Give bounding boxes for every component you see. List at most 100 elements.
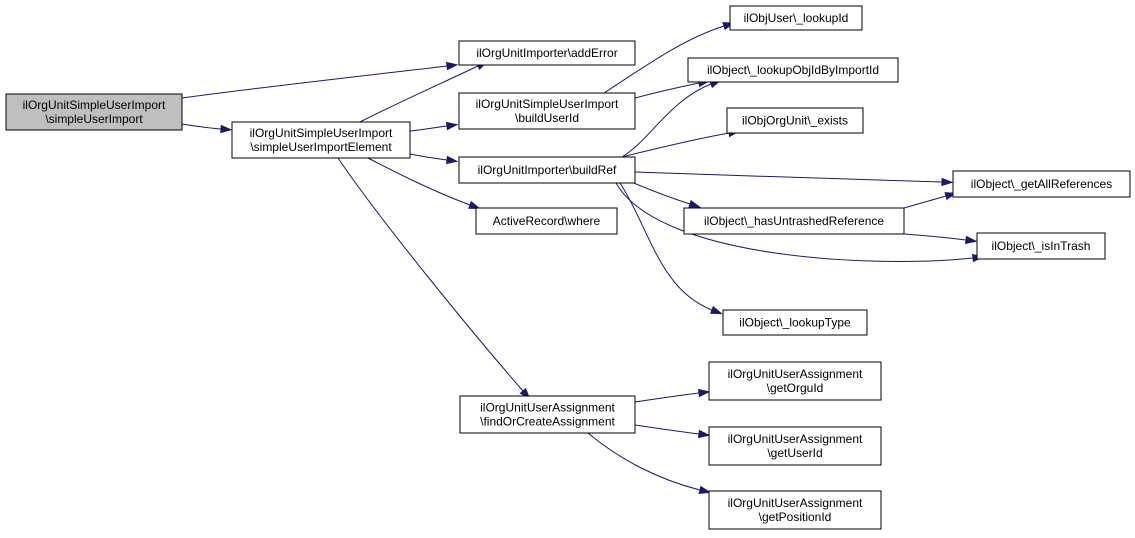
node-box: [458, 92, 636, 130]
edge-element-to-findOrCreate: [337, 157, 531, 400]
node-element[interactable]: ilOrgUnitSimpleUserImport\simpleUserImpo…: [231, 121, 411, 159]
arrowhead: [710, 305, 723, 315]
node-label-line: ilOrgUnitUserAssignment: [728, 367, 863, 381]
edge-element-to-buildUserId: [409, 121, 459, 132]
node-getUserId[interactable]: ilOrgUnitUserAssignment\getUserId: [708, 426, 882, 466]
node-getOrguId[interactable]: ilOrgUnitUserAssignment\getOrguId: [708, 361, 882, 401]
node-addError[interactable]: ilOrgUnitImporter\addError: [458, 40, 636, 66]
node-buildRef[interactable]: ilOrgUnitImporter\buildRef: [458, 156, 636, 184]
node-label-line: ActiveRecord\where: [493, 214, 601, 228]
edge-root-to-element: [181, 123, 233, 134]
node-label-line: ilOrgUnitUserAssignment: [480, 401, 615, 415]
node-box: [722, 309, 868, 336]
edge-line: [621, 132, 730, 158]
edge-element-to-buildRef: [409, 153, 459, 165]
nodes-layer: ilOrgUnitSimpleUserImport\simpleUserImpo…: [5, 5, 1131, 530]
node-box: [726, 107, 864, 134]
node-hasUntrashed[interactable]: ilObject\_hasUntrashedReference: [683, 207, 905, 235]
edge-findOrCreate-to-getPositionId: [587, 432, 712, 494]
edge-buildRef-to-lookupType: [619, 182, 723, 315]
edge-buildRef-to-getAllRefs: [634, 171, 954, 187]
arrowhead: [446, 61, 459, 71]
node-label-line: ilObject\_lookupType: [739, 316, 851, 330]
edge-line: [634, 424, 700, 435]
arrowhead: [468, 200, 481, 210]
node-box: [708, 490, 882, 530]
edge-line: [409, 125, 448, 132]
node-box: [459, 395, 636, 434]
node-label-line: ilObject\_hasUntrashedReference: [704, 214, 884, 228]
node-label-line: \findOrCreateAssignment: [480, 415, 615, 429]
node-getAllRefs[interactable]: ilObject\_getAllReferences: [952, 170, 1131, 198]
node-exists[interactable]: ilObjOrgUnit\_exists: [726, 107, 864, 134]
edge-line: [634, 392, 700, 403]
node-lookupType[interactable]: ilObject\_lookupType: [722, 309, 868, 336]
node-label-line: ilObject\_isInTrash: [992, 239, 1091, 253]
node-label-line: ilOrgUnitImporter\buildRef: [478, 163, 617, 177]
node-label-line: ilObjUser\_lookupId: [744, 11, 849, 25]
node-label-line: ilOrgUnitSimpleUserImport: [476, 97, 619, 111]
edge-line: [181, 123, 222, 130]
edge-hasUntrashed-to-getAllRefs: [903, 192, 958, 209]
edge-line: [903, 233, 967, 241]
node-label-line: \simpleUserImportElement: [250, 140, 392, 154]
node-lookupObjIdByImportId[interactable]: ilObject\_lookupObjIdByImportId: [687, 57, 899, 83]
node-label-line: ilObjOrgUnit\_exists: [742, 114, 848, 128]
node-label-line: \getPositionId: [759, 510, 832, 524]
node-root[interactable]: ilOrgUnitSimpleUserImport\simpleUserImpo…: [5, 93, 183, 131]
arrowhead: [698, 485, 712, 494]
edge-line: [367, 157, 471, 206]
edge-line: [634, 82, 700, 99]
edge-element-to-where: [367, 157, 481, 210]
arrowhead: [697, 388, 711, 398]
edge-line: [903, 195, 947, 209]
arrowhead: [941, 177, 954, 187]
node-box: [729, 5, 863, 31]
node-box: [687, 57, 899, 83]
node-label-line: \buildUserId: [515, 111, 579, 125]
node-box: [231, 121, 411, 159]
node-box: [5, 93, 183, 131]
node-label-line: \simpleUserImport: [45, 112, 143, 126]
arrowhead: [697, 429, 711, 439]
node-label-line: ilOrgUnitUserAssignment: [728, 496, 863, 510]
node-label-line: ilOrgUnitSimpleUserImport: [250, 126, 393, 140]
node-getPositionId[interactable]: ilOrgUnitUserAssignment\getPositionId: [708, 490, 882, 530]
edge-line: [621, 83, 712, 158]
node-label-line: ilObject\_lookupObjIdByImportId: [707, 63, 879, 77]
arrowhead: [445, 155, 459, 165]
edge-line: [409, 153, 448, 161]
node-isInTrash[interactable]: ilObject\_isInTrash: [976, 232, 1106, 260]
edge-root-to-addError: [181, 61, 459, 99]
edge-findOrCreate-to-getOrguId: [634, 388, 711, 403]
edge-line: [634, 171, 943, 183]
edge-hasUntrashed-to-isInTrash: [903, 233, 978, 245]
node-label-line: \getOrguId: [767, 381, 824, 395]
edge-line: [603, 25, 725, 94]
arrowhead: [445, 121, 459, 131]
node-box: [952, 170, 1131, 198]
node-label-line: ilObject\_getAllReferences: [971, 177, 1112, 191]
arrowhead: [688, 199, 701, 208]
node-label-line: \getUserId: [767, 446, 822, 460]
edge-findOrCreate-to-getUserId: [634, 424, 711, 439]
edge-line: [619, 182, 713, 311]
node-box: [976, 232, 1106, 260]
arrowhead: [220, 124, 233, 134]
arrowhead: [964, 235, 978, 245]
edge-line: [337, 157, 524, 392]
node-box: [708, 361, 882, 401]
node-buildUserId[interactable]: ilOrgUnitSimpleUserImport\buildUserId: [458, 92, 636, 130]
node-label-line: ilOrgUnitImporter\addError: [476, 46, 617, 60]
node-box: [458, 156, 636, 184]
edge-line: [615, 182, 974, 262]
node-findOrCreate[interactable]: ilOrgUnitUserAssignment\findOrCreateAssi…: [459, 395, 636, 434]
node-userLookupId[interactable]: ilObjUser\_lookupId: [729, 5, 863, 31]
edge-line: [587, 432, 701, 491]
edge-line: [359, 65, 479, 123]
node-box: [708, 426, 882, 466]
node-box: [475, 207, 618, 235]
node-where[interactable]: ActiveRecord\where: [475, 207, 618, 235]
node-box: [683, 207, 905, 235]
